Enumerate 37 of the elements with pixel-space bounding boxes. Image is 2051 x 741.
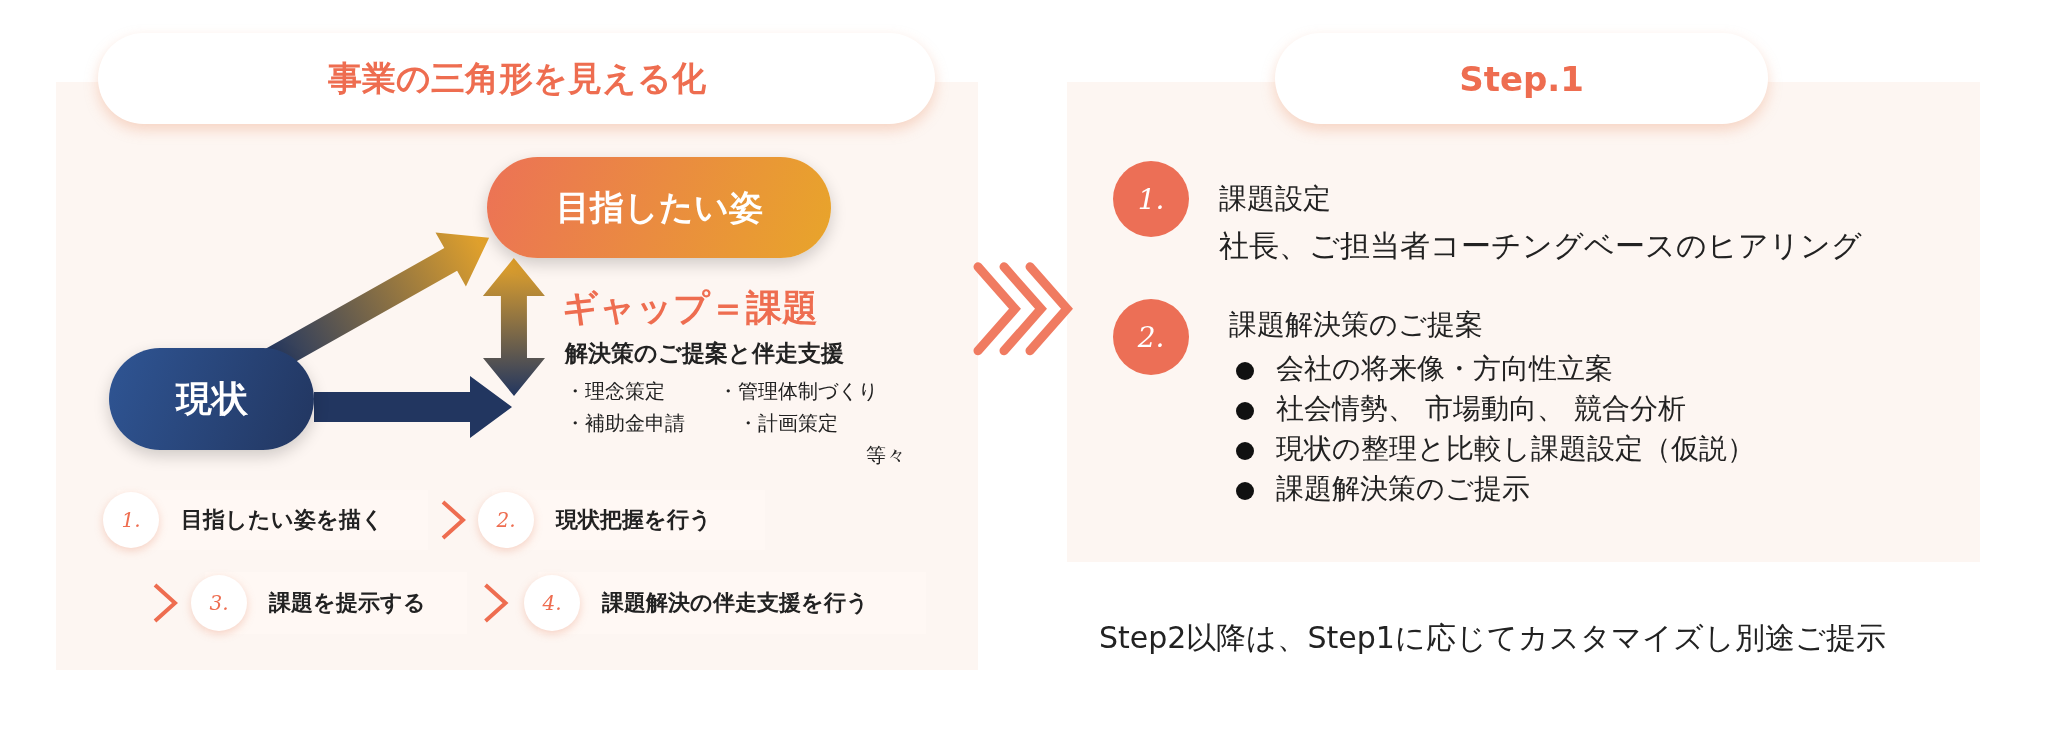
item-text: 社長、ご担当者コーチングベースのヒアリング — [1219, 227, 1862, 265]
list-item: ・計画策定 — [738, 410, 838, 437]
goal-pill: 目指したい姿 — [487, 157, 831, 258]
list-item: ・補助金申請 — [565, 410, 685, 437]
caption: Step2以降は、Step1に応じてカスタマイズし別途ご提示 — [1099, 619, 1886, 657]
callout-number: 2. — [1113, 299, 1189, 375]
step-label: 現状把握を行う — [556, 506, 712, 534]
item-heading: 課題解決策のご提案 — [1229, 307, 1483, 343]
note-text: 等々 — [866, 442, 906, 469]
content-panel — [1067, 33, 1980, 562]
chevron-arrow — [484, 583, 509, 623]
subheading: 解決策のご提案と伴走支援 — [565, 339, 844, 368]
step-number: 4. — [524, 575, 580, 631]
chevron-arrow — [153, 583, 178, 623]
chevron-arrow — [441, 500, 466, 540]
step-number: 2. — [478, 492, 534, 548]
step-label: 課題を提示する — [269, 589, 426, 617]
step-number: 1. — [103, 492, 159, 548]
callout-number: 1. — [1113, 161, 1189, 237]
panel-heading: Step.1 — [1275, 33, 1768, 124]
list-item: ・管理体制づくり — [718, 378, 878, 405]
gap-heading: ギャップ＝課題 — [562, 286, 818, 330]
step-number: 3. — [191, 575, 247, 631]
block-arrow — [314, 376, 512, 438]
bullet-item: 課題解決策のご提示 — [1276, 471, 1530, 507]
chevron-arrow — [973, 262, 1073, 356]
bullet-item: 会社の将来像・方向性立案 — [1276, 351, 1613, 387]
bullet-item: 現状の整理と比較し課題設定（仮説） — [1276, 431, 1755, 467]
bullet-item: 社会情勢、 市場動向、 競合分析 — [1276, 391, 1686, 427]
item-heading: 課題設定 — [1219, 181, 1331, 217]
step-label: 課題解決の伴走支援を行う — [602, 589, 869, 617]
list-item: ・理念策定 — [565, 378, 665, 405]
content-panel — [56, 33, 978, 670]
panel-heading: 事業の三角形を見える化 — [98, 33, 935, 124]
step-label: 目指したい姿を描く — [181, 506, 384, 534]
block-arrow — [482, 258, 545, 396]
current-state-pill: 現状 — [109, 348, 314, 450]
